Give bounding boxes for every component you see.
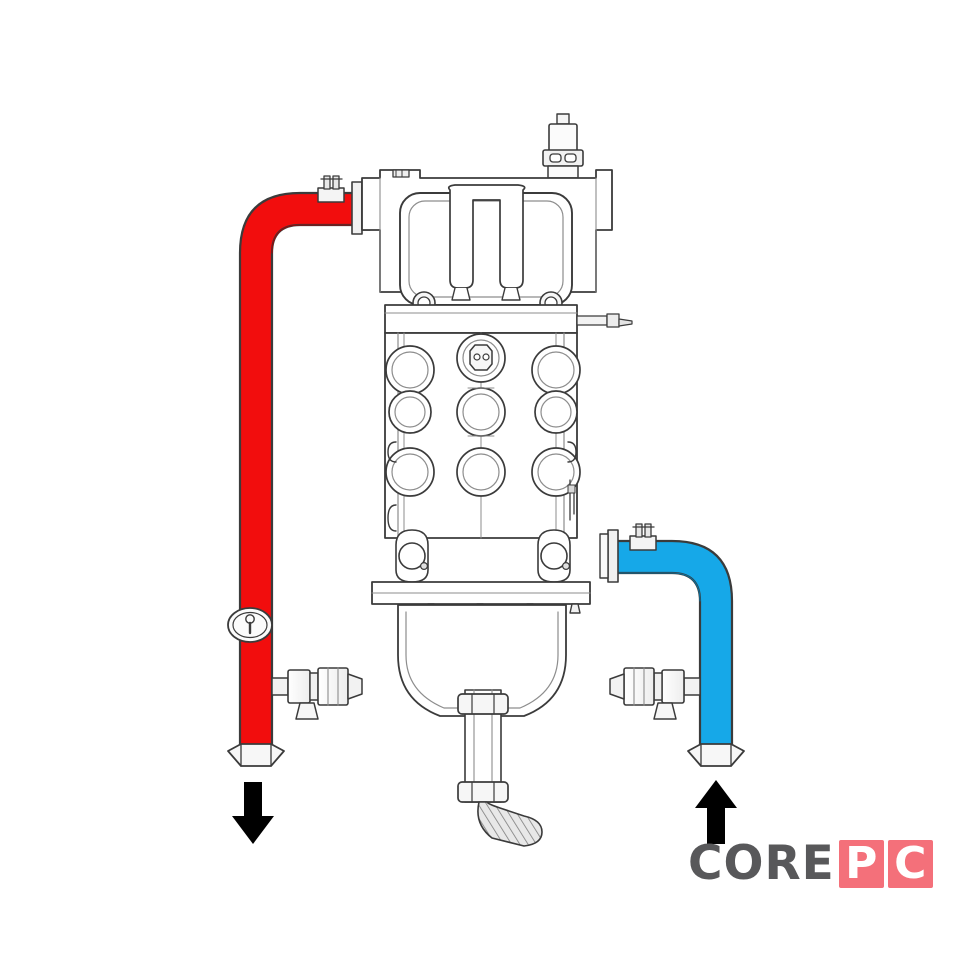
drain-tube xyxy=(457,689,509,803)
port-column-center xyxy=(456,332,506,539)
inlet-flow-arrow xyxy=(695,780,737,844)
logo-tile-p: P xyxy=(838,840,884,888)
outlet-hose-clamp xyxy=(317,175,345,203)
outlet-flow-arrow xyxy=(232,782,274,844)
housing-mid-band xyxy=(384,304,578,334)
inlet-hose-flange xyxy=(599,529,619,583)
outlet-tee-valve xyxy=(271,667,363,720)
outlet-end-hex-nut xyxy=(227,743,285,767)
outlet-hose xyxy=(238,191,357,754)
mount-bracket-left xyxy=(395,529,429,583)
separator-bowl xyxy=(397,604,567,717)
mount-bracket-right xyxy=(537,529,571,583)
port-column-left xyxy=(385,332,435,539)
inlet-hose-clamp xyxy=(629,523,657,551)
outlet-gauge-fitting xyxy=(227,607,273,643)
corepc-watermark: CORE P C xyxy=(688,838,933,890)
port-column-right xyxy=(531,332,581,539)
center-hex-socket-fitting xyxy=(469,344,493,371)
cover-plate xyxy=(399,184,573,306)
logo-tile-c: C xyxy=(887,840,933,888)
filter-body xyxy=(384,332,581,539)
inlet-tee-valve xyxy=(609,667,701,720)
side-connector xyxy=(576,313,633,328)
drain-flex-hose xyxy=(477,801,543,847)
inlet-end-hex-nut xyxy=(687,743,745,767)
logo-word-core: CORE xyxy=(688,836,835,891)
inlet-hose xyxy=(614,539,734,754)
top-sensor-valve xyxy=(542,113,584,179)
lower-flange xyxy=(371,581,591,614)
